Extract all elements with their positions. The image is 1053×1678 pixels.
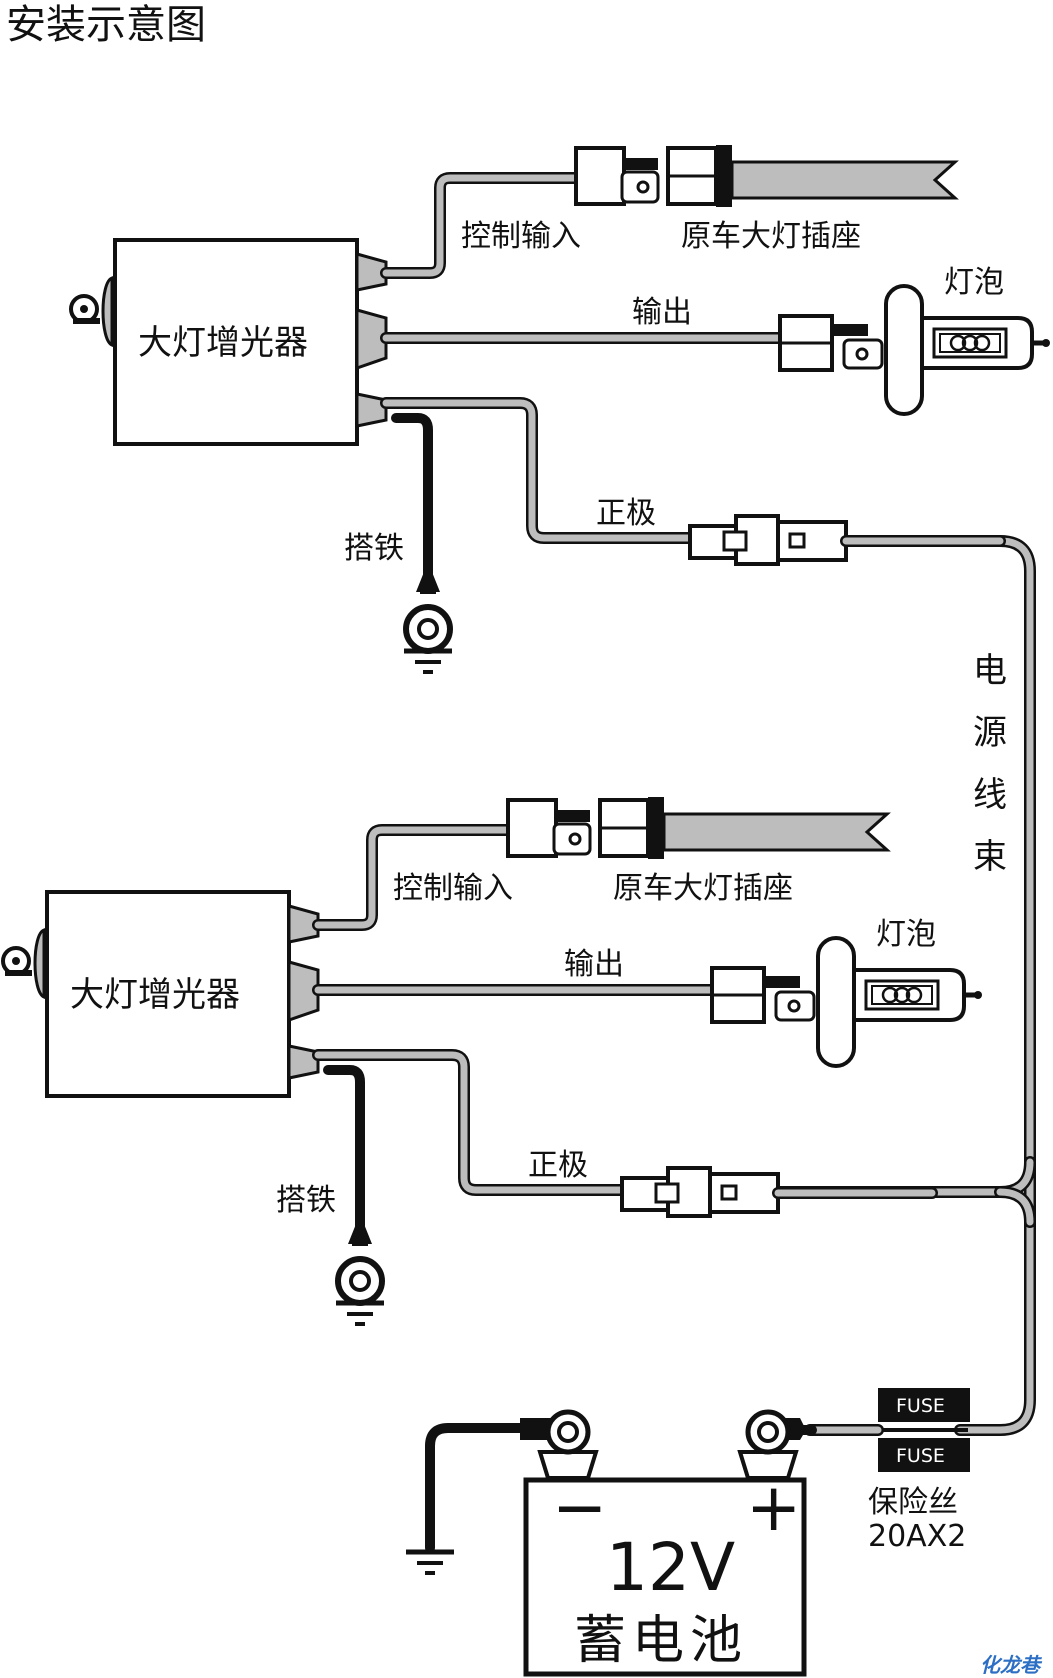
unit-2-ground-label: 搭铁: [276, 1183, 336, 1218]
fuse-1: [878, 1388, 970, 1422]
unit-1-ground-label: 搭铁: [344, 531, 404, 566]
fuse-block: FUSE FUSE 保险丝 20AX2: [868, 1388, 970, 1554]
harness-label-char-4: 束: [973, 837, 1007, 877]
diagram-title: 安装示意图: [6, 2, 206, 48]
fuse-rating: 20AX2: [868, 1519, 966, 1554]
harness-label-char-1: 电: [973, 651, 1007, 691]
fuse-2: [878, 1438, 970, 1472]
unit-2-headlight-socket-label: 原车大灯插座: [613, 871, 793, 906]
fuse-1-label: FUSE: [896, 1395, 945, 1417]
unit-1-output-label: 输出: [632, 295, 692, 330]
unit-2-output-label: 输出: [564, 947, 624, 982]
battery-minus: −: [552, 1469, 607, 1546]
battery-name: 蓄电池: [574, 1611, 748, 1671]
booster-unit-1: 大灯增光器 控制输入 原车大灯插座 输出 灯泡 正极 搭铁: [71, 145, 1050, 672]
unit-2-positive-label: 正极: [528, 1148, 588, 1183]
unit-2-bulb-label: 灯泡: [876, 917, 936, 952]
unit-1-headlight-socket-label: 原车大灯插座: [681, 219, 861, 254]
harness-label-char-3: 线: [973, 775, 1007, 815]
booster-unit-2: 大灯增光器 控制输入 原车大灯插座 输出 灯泡 正极 搭铁: [3, 797, 982, 1324]
battery-voltage: 12V: [606, 1529, 735, 1606]
unit-2-label: 大灯增光器: [70, 975, 240, 1015]
fuse-label: 保险丝: [868, 1485, 958, 1520]
battery-negative-cable: [425, 1423, 535, 1553]
watermark: 化龙巷: [980, 1653, 1043, 1677]
fuse-2-label: FUSE: [896, 1445, 945, 1467]
harness-label: 电 源 线 束: [973, 651, 1007, 877]
unit-1-control-input-label: 控制输入: [461, 219, 581, 254]
harness-label-char-2: 源: [973, 713, 1007, 753]
unit-1-bulb-label: 灯泡: [944, 265, 1004, 300]
battery-plus: +: [746, 1469, 801, 1546]
unit-1-label: 大灯增光器: [138, 323, 308, 363]
battery: − + 12V 蓄电池: [523, 1409, 807, 1677]
unit-1-positive-label: 正极: [596, 496, 656, 531]
unit-2-control-input-label: 控制输入: [393, 871, 513, 906]
